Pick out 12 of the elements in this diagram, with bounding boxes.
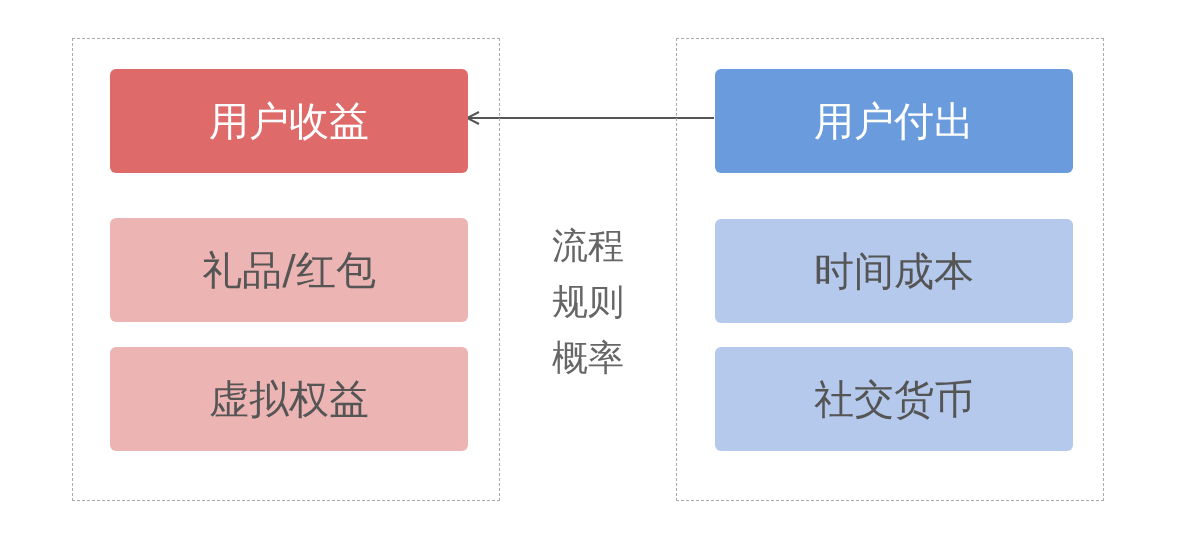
text-box: 虚拟权益 xyxy=(110,347,468,451)
text-box: 礼品/红包 xyxy=(110,218,468,322)
text-box: 用户付出 xyxy=(715,69,1073,173)
side-label: 流程 xyxy=(551,224,625,268)
arrow xyxy=(466,111,715,125)
side-label: 规则 xyxy=(551,280,625,324)
text-box: 时间成本 xyxy=(715,219,1073,323)
text-box: 用户收益 xyxy=(110,69,468,173)
dashed-group-frame xyxy=(676,38,1104,501)
side-label: 概率 xyxy=(551,336,625,380)
dashed-group-frame xyxy=(72,38,500,501)
text-box: 社交货币 xyxy=(715,347,1073,451)
